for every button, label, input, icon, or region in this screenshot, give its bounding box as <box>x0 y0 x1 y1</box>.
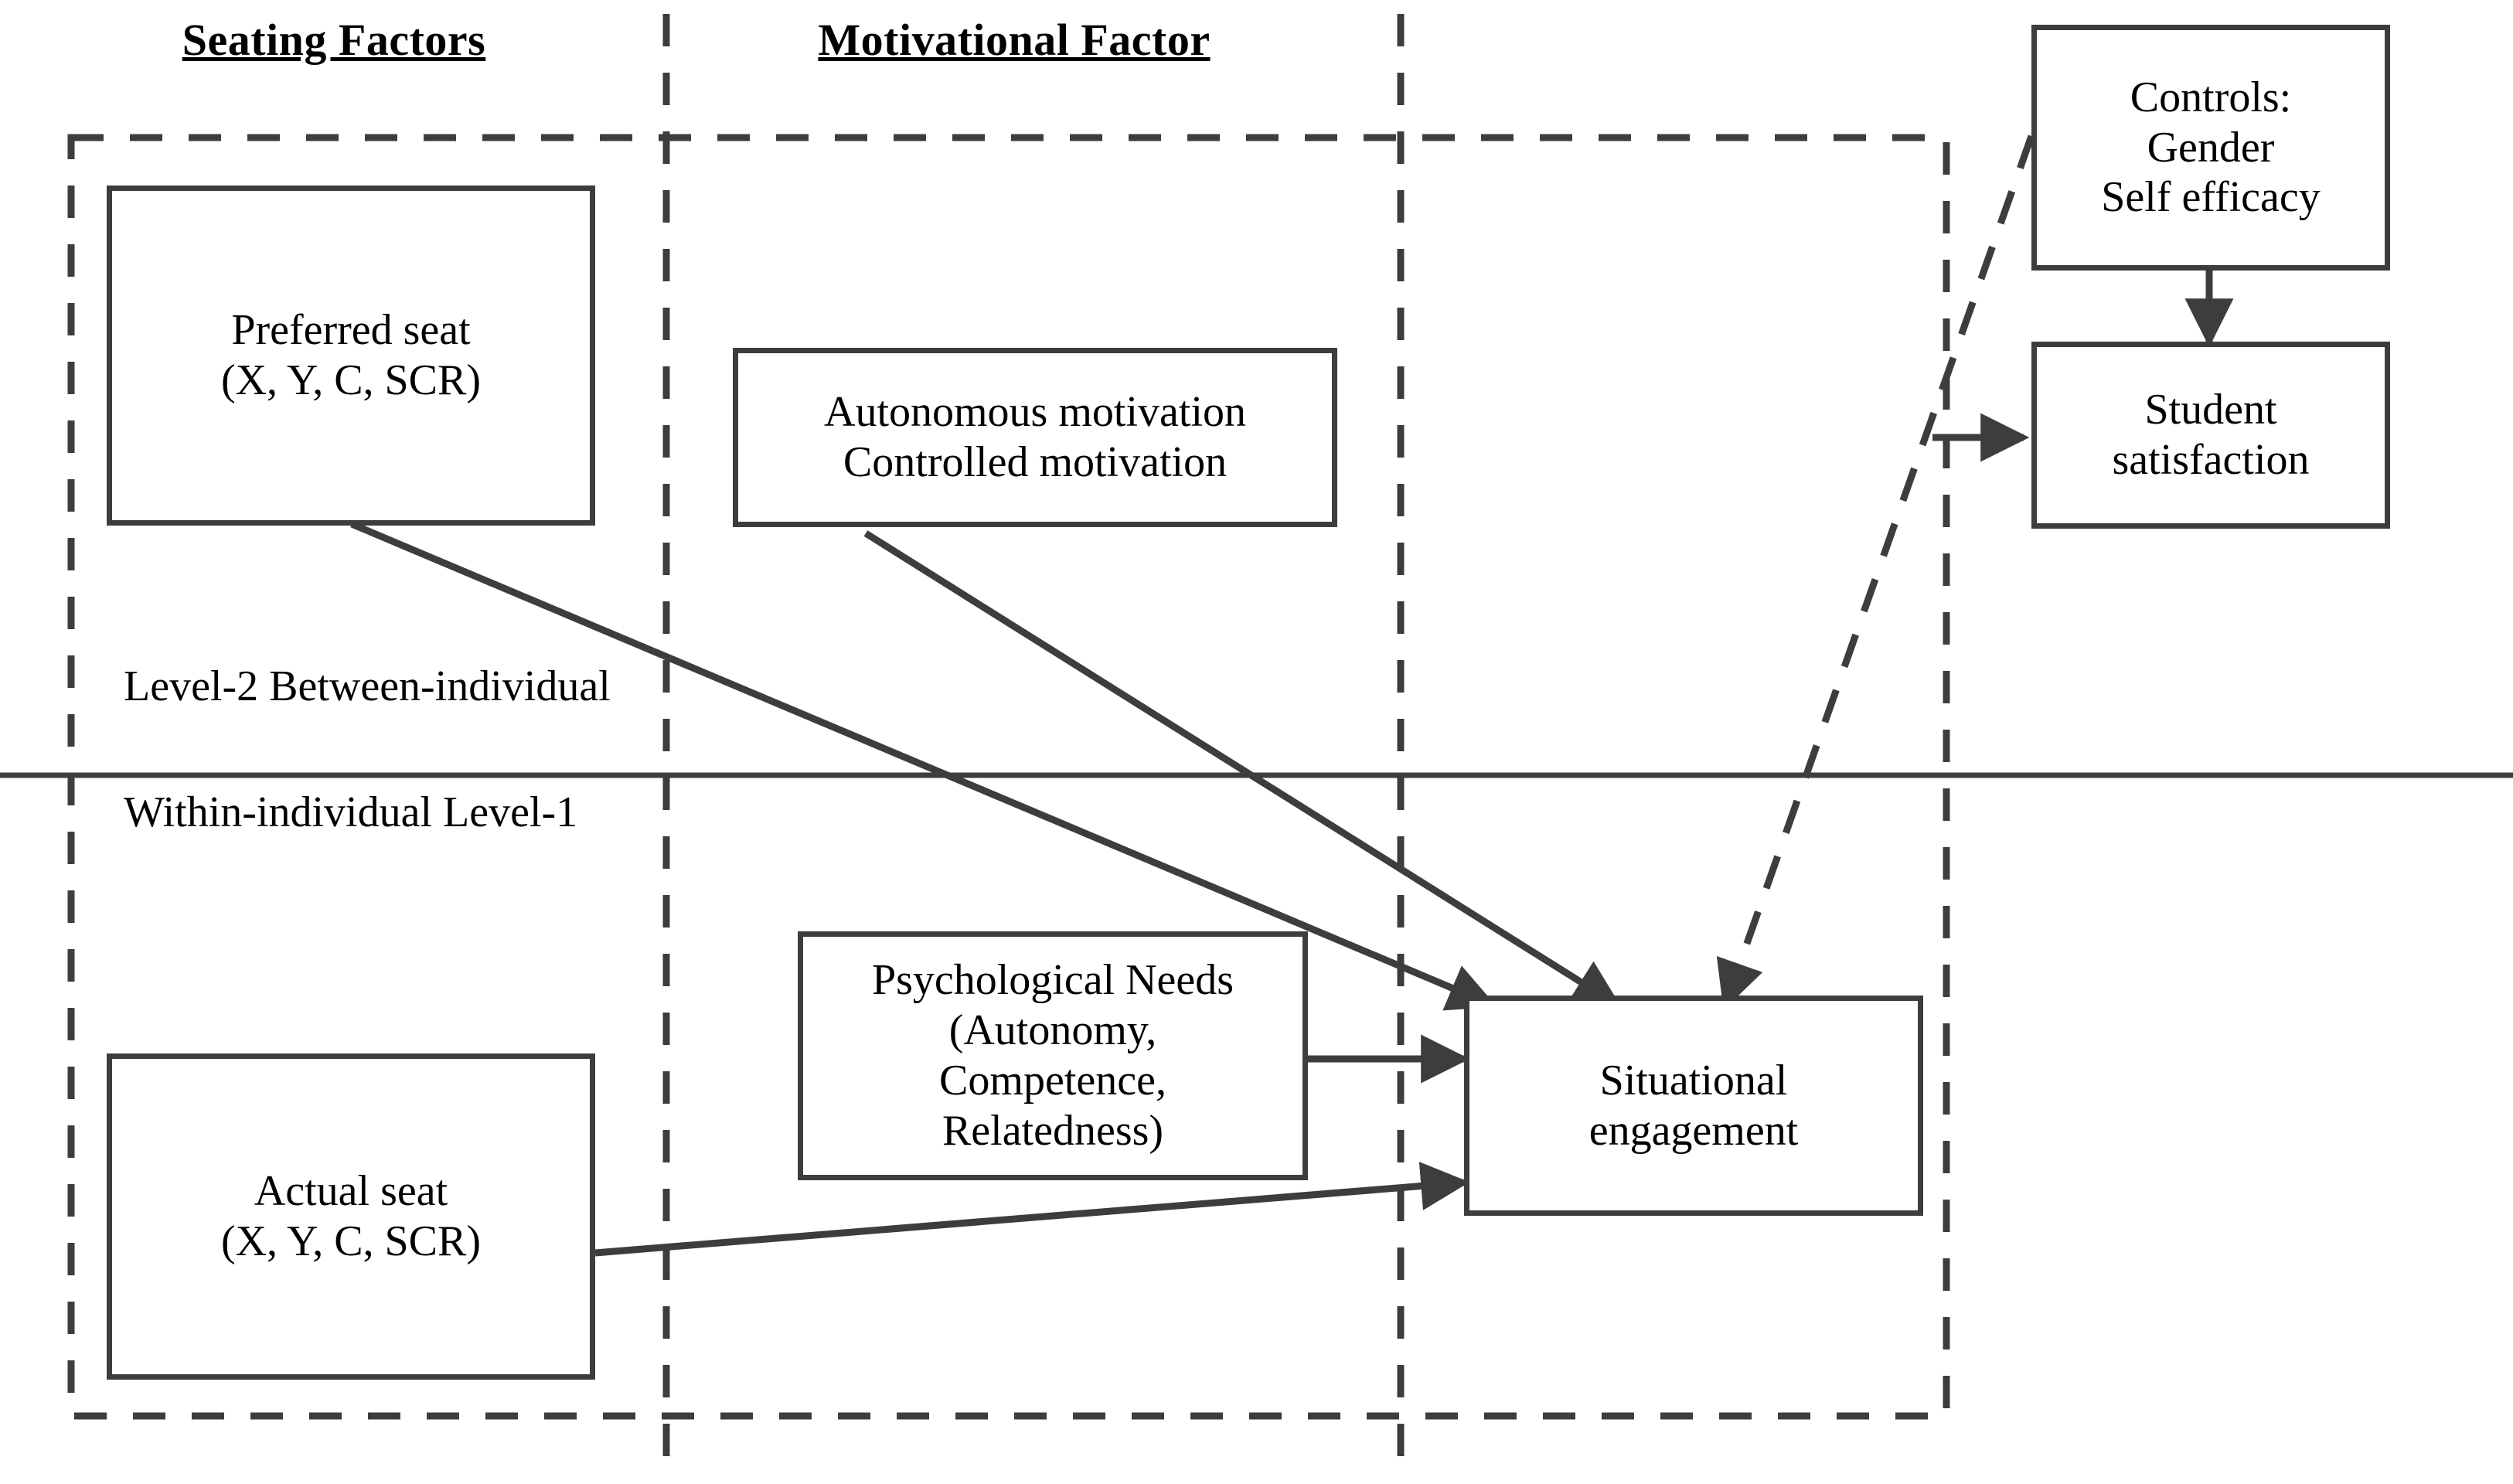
student-satisfaction-line-1: Student <box>2144 386 2277 434</box>
psychological-needs-line-4: Relatedness) <box>942 1106 1164 1155</box>
situational-engagement-line-1: Situational <box>1599 1056 1788 1104</box>
node-actual-seat[interactable]: Actual seat (X, Y, C, SCR) <box>107 1053 595 1380</box>
level-label-below: Within-individual Level-1 <box>124 787 577 838</box>
edge-actual-seat-to-engagement <box>594 1162 1470 1257</box>
psychological-needs-line-3: Competence, <box>939 1057 1166 1104</box>
edge-controls-to-engagement-dashed <box>1716 134 2035 1010</box>
controls-self-efficacy-label: Self efficacy <box>2101 173 2321 222</box>
controlled-motivation-label: Controlled motivation <box>843 438 1228 486</box>
actual-seat-line-2: (X, Y, C, SCR) <box>220 1217 482 1265</box>
level2-label: Level-2 <box>124 662 259 710</box>
preferred-seat-line-1: Preferred seat <box>231 306 471 355</box>
situational-engagement-line-2: engagement <box>1589 1106 1799 1155</box>
controls-line-1: Controls: <box>2130 73 2292 121</box>
column-title-seating-factors: Seating Factors <box>182 15 486 65</box>
node-controls[interactable]: Controls: Gender Self efficacy <box>2031 25 2390 271</box>
level1-label: Level-1 <box>443 788 578 836</box>
column-title-motivational-factor: Motivational Factor <box>818 15 1211 65</box>
psychological-needs-line-2: (Autonomy, <box>948 1006 1157 1055</box>
autonomous-motivation-label: Autonomous motivation <box>824 388 1246 437</box>
within-individual-label: Within-individual <box>124 788 433 836</box>
student-satisfaction-line-2: satisfaction <box>2112 436 2310 484</box>
node-preferred-seat[interactable]: Preferred seat (X, Y, C, SCR) <box>107 186 595 526</box>
controls-gender-label: Gender <box>2147 123 2275 172</box>
actual-seat-line-1: Actual seat <box>254 1167 448 1216</box>
preferred-seat-line-2: (X, Y, C, SCR) <box>220 356 482 404</box>
psychological-needs-line-1: Psychological Needs <box>871 956 1234 1005</box>
node-psychological-needs[interactable]: Psychological Needs (Autonomy, Competenc… <box>798 931 1308 1180</box>
level-label-above: Level-2 Between-individual <box>124 661 611 712</box>
node-motivation[interactable]: Autonomous motivation Controlled motivat… <box>733 348 1337 527</box>
node-situational-engagement[interactable]: Situational engagement <box>1464 996 1923 1216</box>
node-student-satisfaction[interactable]: Student satisfaction <box>2031 342 2390 529</box>
between-individual-label: Between-individual <box>269 662 611 710</box>
